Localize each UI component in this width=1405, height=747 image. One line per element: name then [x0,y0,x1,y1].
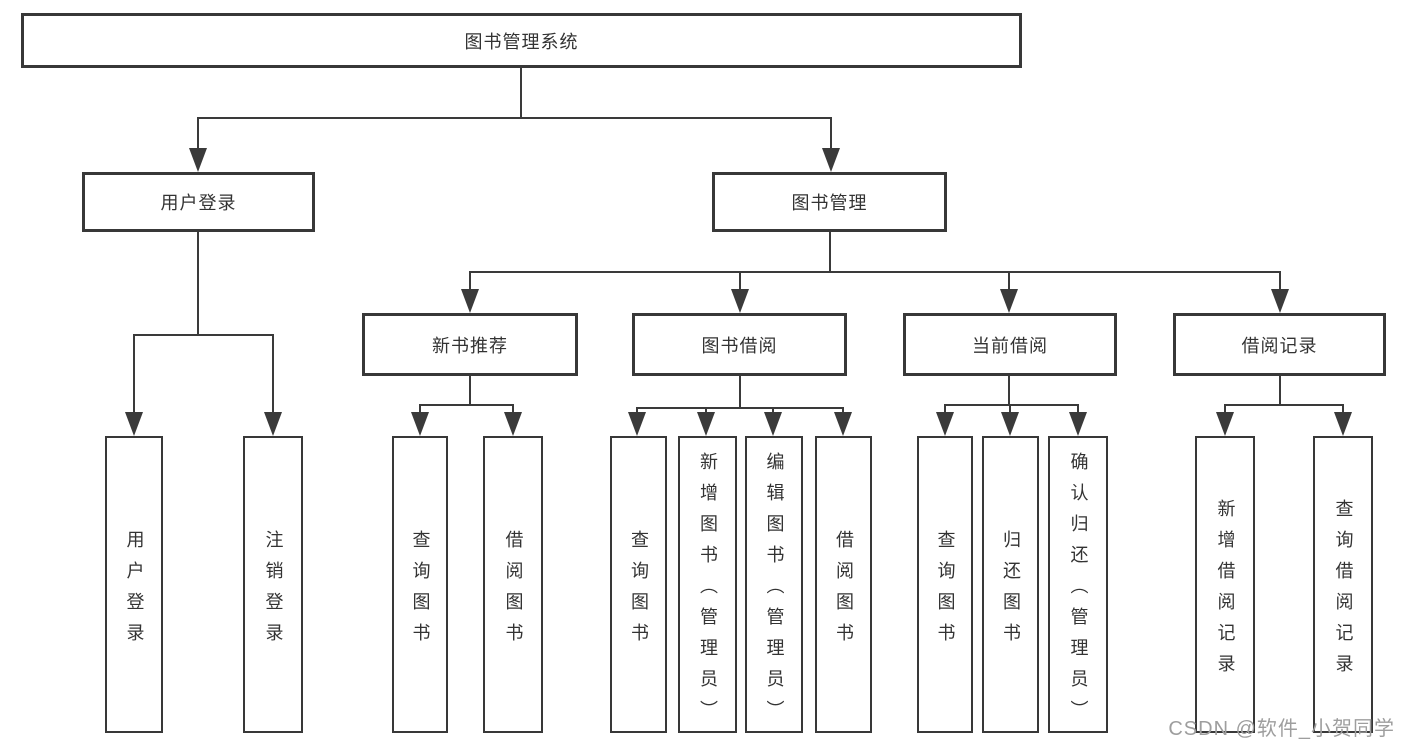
node-book-management-label: 图书管理 [791,193,868,213]
leaf-user-login: 用户登录 [105,436,163,733]
leaf-logout-label: 注销登录 [263,529,284,654]
node-book-borrow: 图书借阅 [632,313,847,376]
node-user-login: 用户登录 [82,172,315,232]
leaf-return-book: 归还图书 [982,436,1039,733]
node-borrow-records: 借阅记录 [1173,313,1386,376]
leaf-borrow-books-label: 借阅图书 [833,529,854,654]
leaf-query-borrow-record-label: 查询借阅记录 [1333,498,1354,685]
leaf-query-borrow-record: 查询借阅记录 [1313,436,1373,733]
leaf-add-borrow-record-label: 新增借阅记录 [1215,498,1236,685]
leaf-query-books-borrow-label: 查询图书 [628,529,649,654]
leaf-query-books-recommend-label: 查询图书 [410,529,431,654]
leaf-user-login-label: 用户登录 [124,529,145,654]
leaf-query-books-recommend: 查询图书 [392,436,448,733]
leaf-query-books-current-label: 查询图书 [935,529,956,654]
leaf-add-borrow-record: 新增借阅记录 [1195,436,1255,733]
node-root-label: 图书管理系统 [464,31,579,52]
node-borrow-records-label: 借阅记录 [1241,335,1318,356]
leaf-add-book-admin-label: 新增图书（管理员） [697,452,718,731]
leaf-confirm-return-admin: 确认归还（管理员） [1048,436,1108,733]
node-current-borrow: 当前借阅 [903,313,1117,376]
leaf-return-book-label: 归还图书 [1000,529,1021,654]
arrowheads [125,148,1352,436]
leaf-add-book-admin: 新增图书（管理员） [678,436,737,733]
leaf-logout: 注销登录 [243,436,303,733]
leaf-borrow-books: 借阅图书 [815,436,872,733]
leaf-borrow-books-recommend: 借阅图书 [483,436,543,733]
leaf-confirm-return-admin-label: 确认归还（管理员） [1068,452,1089,731]
node-book-borrow-label: 图书借阅 [701,335,778,356]
leaf-edit-book-admin: 编辑图书（管理员） [745,436,803,733]
node-new-book-recommend-label: 新书推荐 [432,335,508,356]
node-current-borrow-label: 当前借阅 [972,335,1048,356]
leaf-query-books-current: 查询图书 [917,436,973,733]
node-root: 图书管理系统 [21,13,1022,68]
node-user-login-label: 用户登录 [160,193,237,213]
leaf-borrow-books-recommend-label: 借阅图书 [503,529,524,654]
node-book-management: 图书管理 [712,172,947,232]
node-new-book-recommend: 新书推荐 [362,313,578,376]
leaf-query-books-borrow: 查询图书 [610,436,667,733]
leaf-edit-book-admin-label: 编辑图书（管理员） [764,452,785,731]
